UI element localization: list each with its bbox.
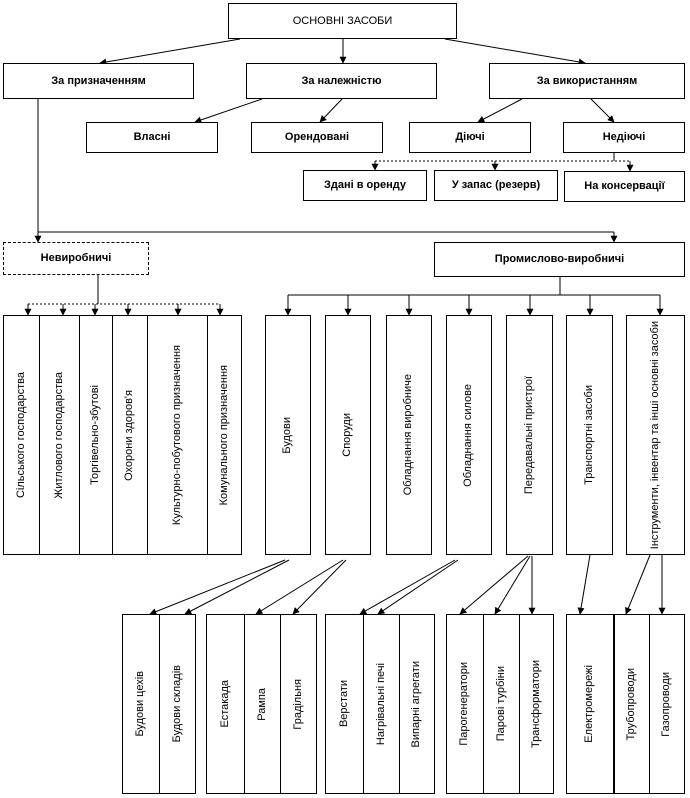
leased-out-box: Здані в оренду <box>303 170 427 201</box>
own-box: Власні <box>86 122 218 153</box>
by-ownership-label: За належністю <box>301 74 382 87</box>
industrial-box: Промислово-виробничі <box>434 242 685 277</box>
power-equipment-column: Обладнання силове <box>446 315 492 555</box>
by-purpose-label: За призначенням <box>51 74 146 87</box>
nonproductive-columns: Сільського господарства Житлового господ… <box>3 315 242 555</box>
root-box: ОСНОВНІ ЗАСОБИ <box>228 3 457 39</box>
warehouse-buildings-column: Будови складів <box>159 615 195 793</box>
structures-detail-group: Естакада Рампа Градільня <box>206 614 317 794</box>
arrow-structures-ramp <box>255 559 344 615</box>
inactive-box: Недіючі <box>563 122 685 153</box>
inactive-label: Недіючі <box>602 131 646 144</box>
vehicles-detail-group: Електромережі <box>566 614 614 794</box>
trade-column: Торгівельно-збутові <box>79 316 112 554</box>
arrow-ownership-own <box>194 98 263 124</box>
buildings-detail-group: Будови цехів Будови складів <box>122 614 196 794</box>
housing-column: Житлового господарства <box>39 316 79 554</box>
steam-turbines-column: Парові турбіни <box>483 615 519 793</box>
nonproductive-box: Невиробничі <box>3 242 149 275</box>
arrow-buildings-warehouses <box>184 559 290 615</box>
by-ownership-box: За належністю <box>246 63 437 99</box>
arrow-transmission-steam-generators <box>459 555 529 615</box>
arrow-usage-inactive <box>590 98 615 123</box>
arrow-equipment-machine-tools <box>359 559 456 615</box>
arrow-usage-active <box>477 98 523 123</box>
ramp-column: Рампа <box>244 615 280 793</box>
by-usage-box: За використанням <box>489 63 685 99</box>
power-equipment-detail-group: Парогенератори Парові турбіни Трансформа… <box>446 614 554 794</box>
leased-label: Орендовані <box>284 131 350 144</box>
active-box: Діючі <box>409 122 531 153</box>
structures-column: Споруди <box>325 315 371 555</box>
root-label: ОСНОВНІ ЗАСОБИ <box>292 14 393 27</box>
conservation-label: На консервації <box>584 180 665 193</box>
steam-generators-column: Парогенератори <box>458 662 471 746</box>
arrow-root-purpose <box>99 38 241 66</box>
reserve-label: У запас (резерв) <box>451 179 541 192</box>
tools-column: Інструменти, інвентар та інші основні за… <box>626 315 685 555</box>
healthcare-column: Охорони здоров'я <box>112 316 147 554</box>
heating-furnaces-column: Нагрівальні печі <box>363 615 399 793</box>
arrow-tools-pipelines <box>625 554 651 615</box>
reserve-box: У запас (резерв) <box>434 170 558 201</box>
active-label: Діючі <box>455 131 485 144</box>
transmission-devices-column: Передавальні пристрої <box>506 315 553 555</box>
tools-detail-group: Трубопроводи Газопроводи <box>614 614 685 794</box>
power-networks-column: Електромережі <box>583 665 596 743</box>
communal-column: Комунального призначення <box>207 316 241 554</box>
production-equipment-detail-group: Верстати Нагрівальні печі Випарні агрега… <box>325 614 435 794</box>
evaporators-column: Випарні агрегати <box>399 615 434 793</box>
nonproductive-label: Невиробничі <box>40 252 112 265</box>
buildings-column: Будови <box>265 315 311 555</box>
by-usage-label: За використанням <box>536 74 638 87</box>
overpass-column: Естакада <box>218 680 231 728</box>
production-equipment-column: Обладнання виробниче <box>386 315 432 555</box>
arrow-vehicles-power-networks <box>577 554 591 615</box>
arrow-transmission-turbines <box>494 555 531 615</box>
arrow-ownership-leased <box>319 98 343 123</box>
workshop-buildings-column: Будови цехів <box>134 671 147 737</box>
leased-out-label: Здані в оренду <box>323 179 406 192</box>
agriculture-column: Сільського господарства <box>14 371 27 499</box>
leased-box: Орендовані <box>251 122 383 153</box>
industrial-label: Промислово-виробничі <box>494 253 625 266</box>
own-label: Власні <box>133 131 171 144</box>
cultural-column: Культурно-побутового призначення <box>147 316 207 554</box>
machine-tools-column: Верстати <box>337 680 350 728</box>
by-purpose-box: За призначенням <box>3 63 194 99</box>
vehicles-column: Транспортні засоби <box>566 315 613 555</box>
gas-pipelines-column: Газопроводи <box>649 615 684 793</box>
arrow-root-usage <box>444 38 586 66</box>
arrow-equipment-furnaces <box>377 559 459 615</box>
arrow-buildings-workshops <box>149 559 286 615</box>
pipelines-column: Трубопроводи <box>625 667 638 741</box>
arrow-structures-cooling-tower <box>292 559 347 615</box>
transformers-column: Трансформатори <box>519 615 553 793</box>
conservation-box: На консервації <box>564 171 685 202</box>
cooling-tower-column: Градільня <box>280 615 316 793</box>
